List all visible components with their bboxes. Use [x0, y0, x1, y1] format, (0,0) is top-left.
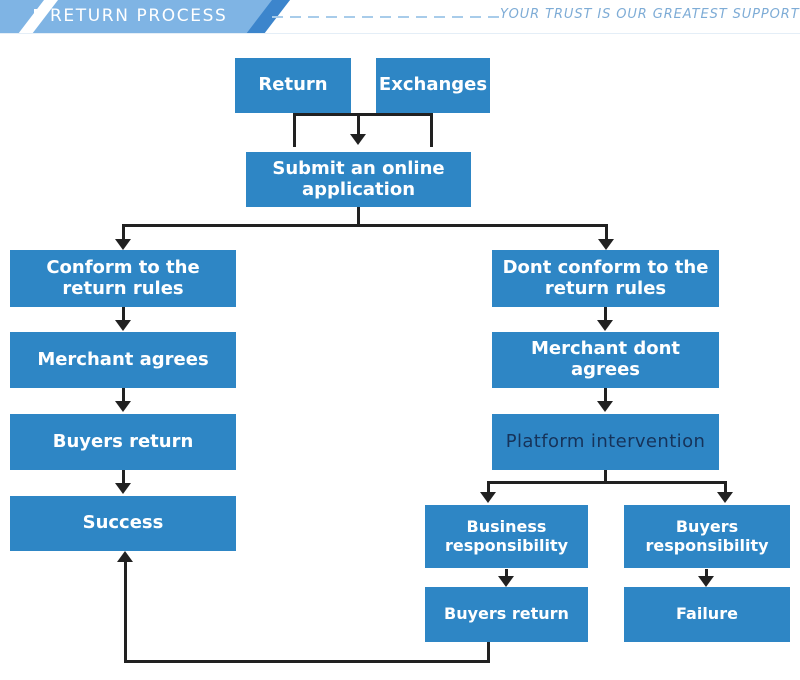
- connector-merge-horizontal: [293, 113, 433, 116]
- node-platform-intervention[interactable]: Platform intervention: [492, 414, 719, 470]
- connector-platform-down: [604, 470, 607, 484]
- arrow-to-submit-application: [350, 134, 366, 145]
- connector-split-right-down: [605, 224, 608, 240]
- connector-platform-split: [487, 481, 727, 484]
- node-buyers-responsibility[interactable]: Buyers responsibility: [624, 505, 790, 568]
- connector-business-down: [505, 569, 508, 577]
- arrow-loop-to-success: [117, 551, 133, 562]
- arrow-to-business-responsibility: [480, 492, 496, 503]
- header-underline: [0, 33, 800, 34]
- arrow-to-platform-intervention: [597, 401, 613, 412]
- node-submit-application[interactable]: Submit an online application: [246, 152, 471, 207]
- connector-merchant-down: [122, 388, 125, 402]
- node-success[interactable]: Success: [10, 496, 236, 551]
- connector-exchanges-down: [430, 113, 433, 147]
- node-merchant-agrees[interactable]: Merchant agrees: [10, 332, 236, 388]
- connector-conform-down: [122, 307, 125, 321]
- connector-return-down: [293, 113, 296, 147]
- arrow-to-buyers-responsibility: [717, 492, 733, 503]
- arrow-to-failure: [698, 576, 714, 587]
- header-banner: RETURN PROCESS YOUR TRUST IS OUR GREATES…: [0, 0, 800, 34]
- dashed-divider: [272, 16, 500, 18]
- connector-buyers-resp-down: [705, 569, 708, 577]
- node-dont-conform-rules[interactable]: Dont conform to the return rules: [492, 250, 719, 307]
- arrow-to-buyers-return-left: [115, 401, 131, 412]
- node-buyers-return-left[interactable]: Buyers return: [10, 414, 236, 470]
- connector-merchant-dont-down: [604, 388, 607, 402]
- connector-loop-horizontal: [124, 660, 490, 663]
- connector-split-left-down: [122, 224, 125, 240]
- connector-buyers-return-down: [122, 470, 125, 484]
- header-tagline: YOUR TRUST IS OUR GREATEST SUPPORT: [500, 7, 800, 22]
- page-title: RETURN PROCESS: [50, 6, 228, 26]
- connector-submit-down: [357, 207, 360, 227]
- node-business-responsibility[interactable]: Business responsibility: [425, 505, 588, 568]
- connector-platform-right-down: [724, 481, 727, 493]
- connector-platform-left-down: [487, 481, 490, 493]
- node-buyers-return-right[interactable]: Buyers return: [425, 587, 588, 642]
- arrow-to-conform-rules: [115, 239, 131, 250]
- connector-loop-up: [124, 562, 127, 662]
- node-return[interactable]: Return: [235, 58, 351, 113]
- arrow-to-success: [115, 483, 131, 494]
- connector-loop-down: [487, 642, 490, 663]
- node-failure[interactable]: Failure: [624, 587, 790, 642]
- node-exchanges[interactable]: Exchanges: [376, 58, 490, 113]
- banner-bullet-icon: [34, 9, 39, 25]
- arrow-to-merchant-agrees: [115, 320, 131, 331]
- node-merchant-dont-agrees[interactable]: Merchant dont agrees: [492, 332, 719, 388]
- connector-split-horizontal: [122, 224, 608, 227]
- arrow-to-buyers-return-right: [498, 576, 514, 587]
- arrow-to-merchant-dont-agrees: [597, 320, 613, 331]
- connector-dont-conform-down: [604, 307, 607, 321]
- node-conform-rules[interactable]: Conform to the return rules: [10, 250, 236, 307]
- arrow-to-dont-conform-rules: [598, 239, 614, 250]
- connector-merge-to-submit: [357, 113, 360, 135]
